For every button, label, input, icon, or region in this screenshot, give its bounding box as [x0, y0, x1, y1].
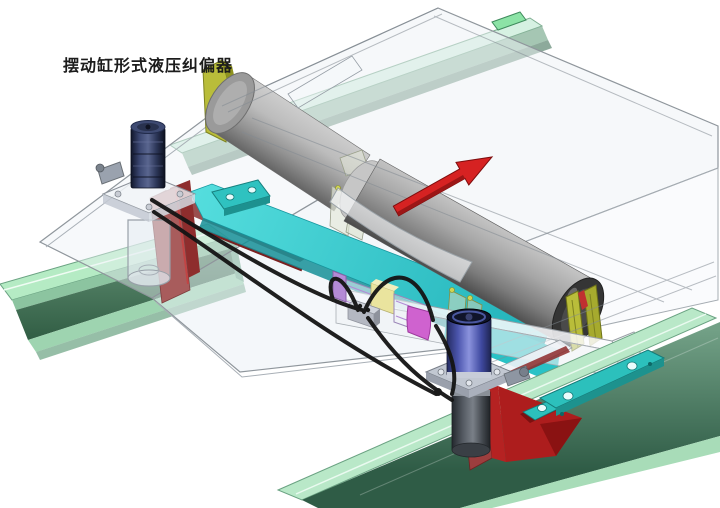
- side-connector: [97, 161, 125, 185]
- rail-end-tab: [491, 11, 527, 31]
- diagram-label: 摆动缸形式液压纠偏器: [63, 58, 234, 75]
- belt-travel-arrow: [392, 156, 494, 217]
- trough-raised-edge: [329, 187, 473, 283]
- mounting-plate-right: [522, 349, 666, 421]
- belt-edge-over-roller: [287, 55, 363, 109]
- hydraulic-actuator-left: [95, 120, 197, 287]
- navy-cylinder: [130, 127, 166, 189]
- hydraulic-hoses: [150, 198, 457, 402]
- hydraulic-actuator-right: [424, 308, 531, 458]
- deck-fold-lines: [221, 7, 717, 363]
- carrying-roller-rear: [202, 59, 371, 212]
- hose-fitting: [434, 388, 442, 396]
- gunmetal-cylinder: [451, 391, 491, 451]
- mounting-plate-left: [211, 179, 271, 216]
